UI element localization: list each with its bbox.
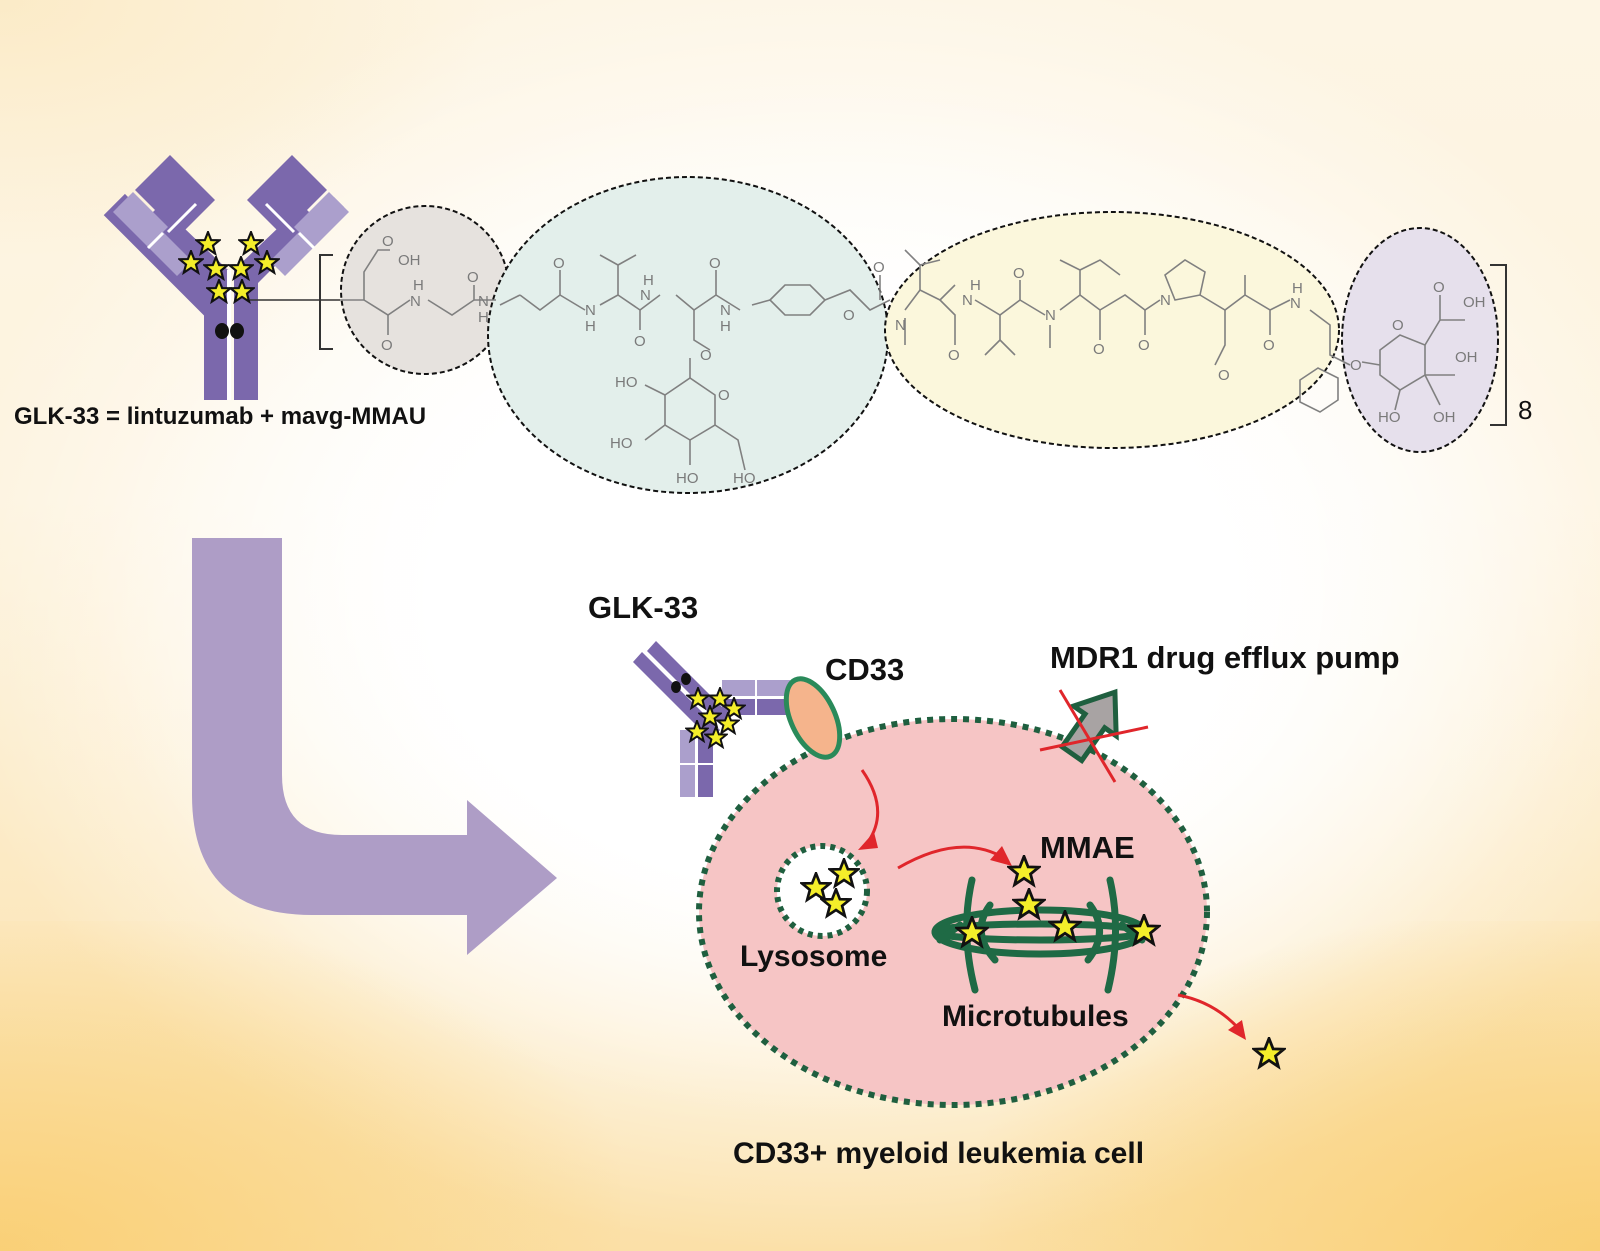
svg-text:OH: OH [1433, 409, 1456, 426]
region-mmae-payload [884, 211, 1340, 449]
process-arrow-icon [192, 538, 557, 955]
svg-text:O: O [843, 307, 855, 324]
cd33-label: CD33 [825, 652, 905, 687]
svg-text:O: O [1218, 367, 1230, 384]
svg-text:H: H [478, 309, 489, 326]
repeat-bracket-right [1490, 264, 1507, 426]
svg-text:O: O [1138, 337, 1150, 354]
svg-text:H: H [585, 318, 596, 335]
svg-text:O: O [718, 387, 730, 404]
svg-text:N: N [585, 302, 596, 319]
svg-text:HO: HO [610, 435, 633, 452]
region-peptide-glycoside [487, 176, 889, 494]
lysosome-label: Lysosome [740, 940, 888, 973]
antibody-icon [103, 155, 349, 400]
svg-text:O: O [1013, 265, 1025, 282]
svg-text:O: O [553, 255, 565, 272]
chemical-atom-labels: O OH O H N O N H O N H O H N O N H O HO … [381, 233, 1486, 487]
conjugate-formula-label: GLK-33 = lintuzumab + mavg-MMAU [14, 403, 427, 430]
svg-text:O: O [1093, 341, 1105, 358]
svg-text:N: N [720, 302, 731, 319]
svg-text:HO: HO [733, 470, 756, 487]
svg-text:N: N [1160, 292, 1171, 309]
blocked-x-icon [1039, 689, 1149, 783]
svg-text:O: O [1433, 279, 1445, 296]
svg-text:HO: HO [1378, 409, 1401, 426]
svg-text:O: O [381, 337, 393, 354]
svg-text:H: H [643, 272, 654, 289]
cell-label: CD33+ myeloid leukemia cell [733, 1137, 1145, 1170]
svg-text:O: O [873, 259, 885, 276]
svg-text:N: N [1290, 295, 1301, 312]
svg-text:N: N [478, 293, 489, 310]
svg-text:HO: HO [676, 470, 699, 487]
svg-text:N: N [1045, 307, 1056, 324]
repeat-count-label: 8 [1518, 395, 1533, 425]
svg-text:N: N [895, 317, 906, 334]
region-glucuronide [1341, 227, 1499, 453]
svg-text:O: O [382, 233, 394, 250]
svg-text:N: N [962, 292, 973, 309]
svg-text:O: O [1392, 317, 1404, 334]
svg-text:H: H [970, 277, 981, 294]
bound-antibody-icon [633, 641, 790, 797]
svg-text:O: O [1350, 357, 1362, 374]
svg-text:OH: OH [1455, 349, 1478, 366]
svg-text:OH: OH [398, 252, 421, 269]
mdr1-pump-label: MDR1 drug efflux pump [1050, 640, 1400, 675]
release-arrow-icon [897, 845, 1012, 870]
efflux-arrow-icon [1177, 993, 1246, 1040]
svg-text:N: N [410, 293, 421, 310]
region-linker-succinimide [340, 205, 510, 375]
repeat-bracket-left [319, 254, 333, 350]
cd33-receptor-icon [783, 676, 843, 760]
svg-text:H: H [1292, 280, 1303, 297]
svg-text:OH: OH [1463, 294, 1486, 311]
svg-text:O: O [467, 269, 479, 286]
chemical-structure [340, 249, 1465, 471]
internalization-arrow-icon [858, 769, 880, 850]
svg-text:O: O [1263, 337, 1275, 354]
mmae-label: MMAE [1040, 830, 1135, 865]
svg-text:O: O [634, 333, 646, 350]
svg-text:O: O [948, 347, 960, 364]
svg-text:H: H [413, 277, 424, 294]
svg-text:O: O [700, 347, 712, 364]
svg-text:O: O [709, 255, 721, 272]
svg-text:H: H [720, 318, 731, 335]
leukemia-cell [696, 716, 1210, 1108]
effluxed-mmae-star-icon [1252, 1037, 1286, 1069]
glk33-label: GLK-33 [588, 590, 699, 625]
svg-text:N: N [640, 287, 651, 304]
microtubules-label: Microtubules [942, 1000, 1129, 1033]
svg-text:HO: HO [615, 374, 638, 391]
